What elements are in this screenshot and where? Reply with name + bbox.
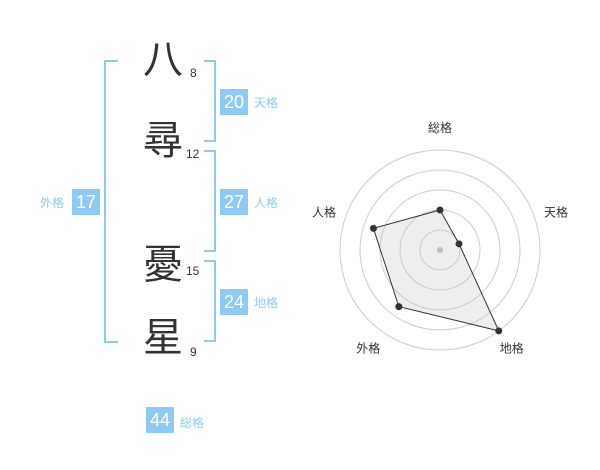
name-char-3: 憂 — [143, 242, 183, 288]
radar-axis-label-4: 外格 — [356, 341, 380, 356]
name-char-4: 星 — [143, 315, 183, 361]
soukaku-label: 総格 — [180, 416, 205, 430]
radar-point-3 — [495, 327, 503, 335]
radar-point-2 — [455, 240, 463, 248]
radar-ring-5 — [339, 149, 541, 351]
tenkaku-label: 天格 — [254, 96, 279, 110]
name-char-4-strokes: 9 — [190, 345, 197, 359]
gaikaku-bracket — [104, 60, 118, 343]
radar-center-dot — [437, 247, 443, 253]
radar-point-4 — [395, 303, 403, 311]
name-char-2-strokes: 12 — [186, 147, 200, 161]
radar-point-5 — [369, 224, 377, 232]
gaikaku-label: 外格 — [40, 196, 65, 210]
chikaku-bracket — [204, 260, 216, 342]
radar-polygon — [372, 209, 500, 332]
name-char-3-strokes: 15 — [186, 264, 200, 278]
jinkaku-label: 人格 — [254, 196, 279, 210]
radar-point-1 — [436, 206, 444, 214]
tenkaku-value: 20 — [220, 89, 248, 115]
chikaku-label: 地格 — [254, 296, 279, 310]
name-char-2: 尋 — [143, 118, 183, 164]
radar-ring-4 — [359, 169, 521, 331]
soukaku-value: 44 — [146, 407, 174, 433]
gaikaku-value: 17 — [72, 189, 100, 215]
tenkaku-bracket — [204, 60, 216, 142]
name-char-1-strokes: 8 — [190, 66, 197, 80]
radar-axis-label-3: 地格 — [500, 341, 524, 356]
radar-ring-1 — [419, 229, 461, 271]
name-char-1: 八 — [143, 37, 183, 83]
jinkaku-bracket — [204, 150, 216, 252]
radar-axis-label-1: 総格 — [428, 120, 452, 135]
jinkaku-value: 27 — [220, 189, 248, 215]
radar-axis-label-2: 天格 — [544, 204, 568, 219]
radar-axis-label-5: 人格 — [312, 204, 336, 219]
chikaku-value: 24 — [220, 289, 248, 315]
